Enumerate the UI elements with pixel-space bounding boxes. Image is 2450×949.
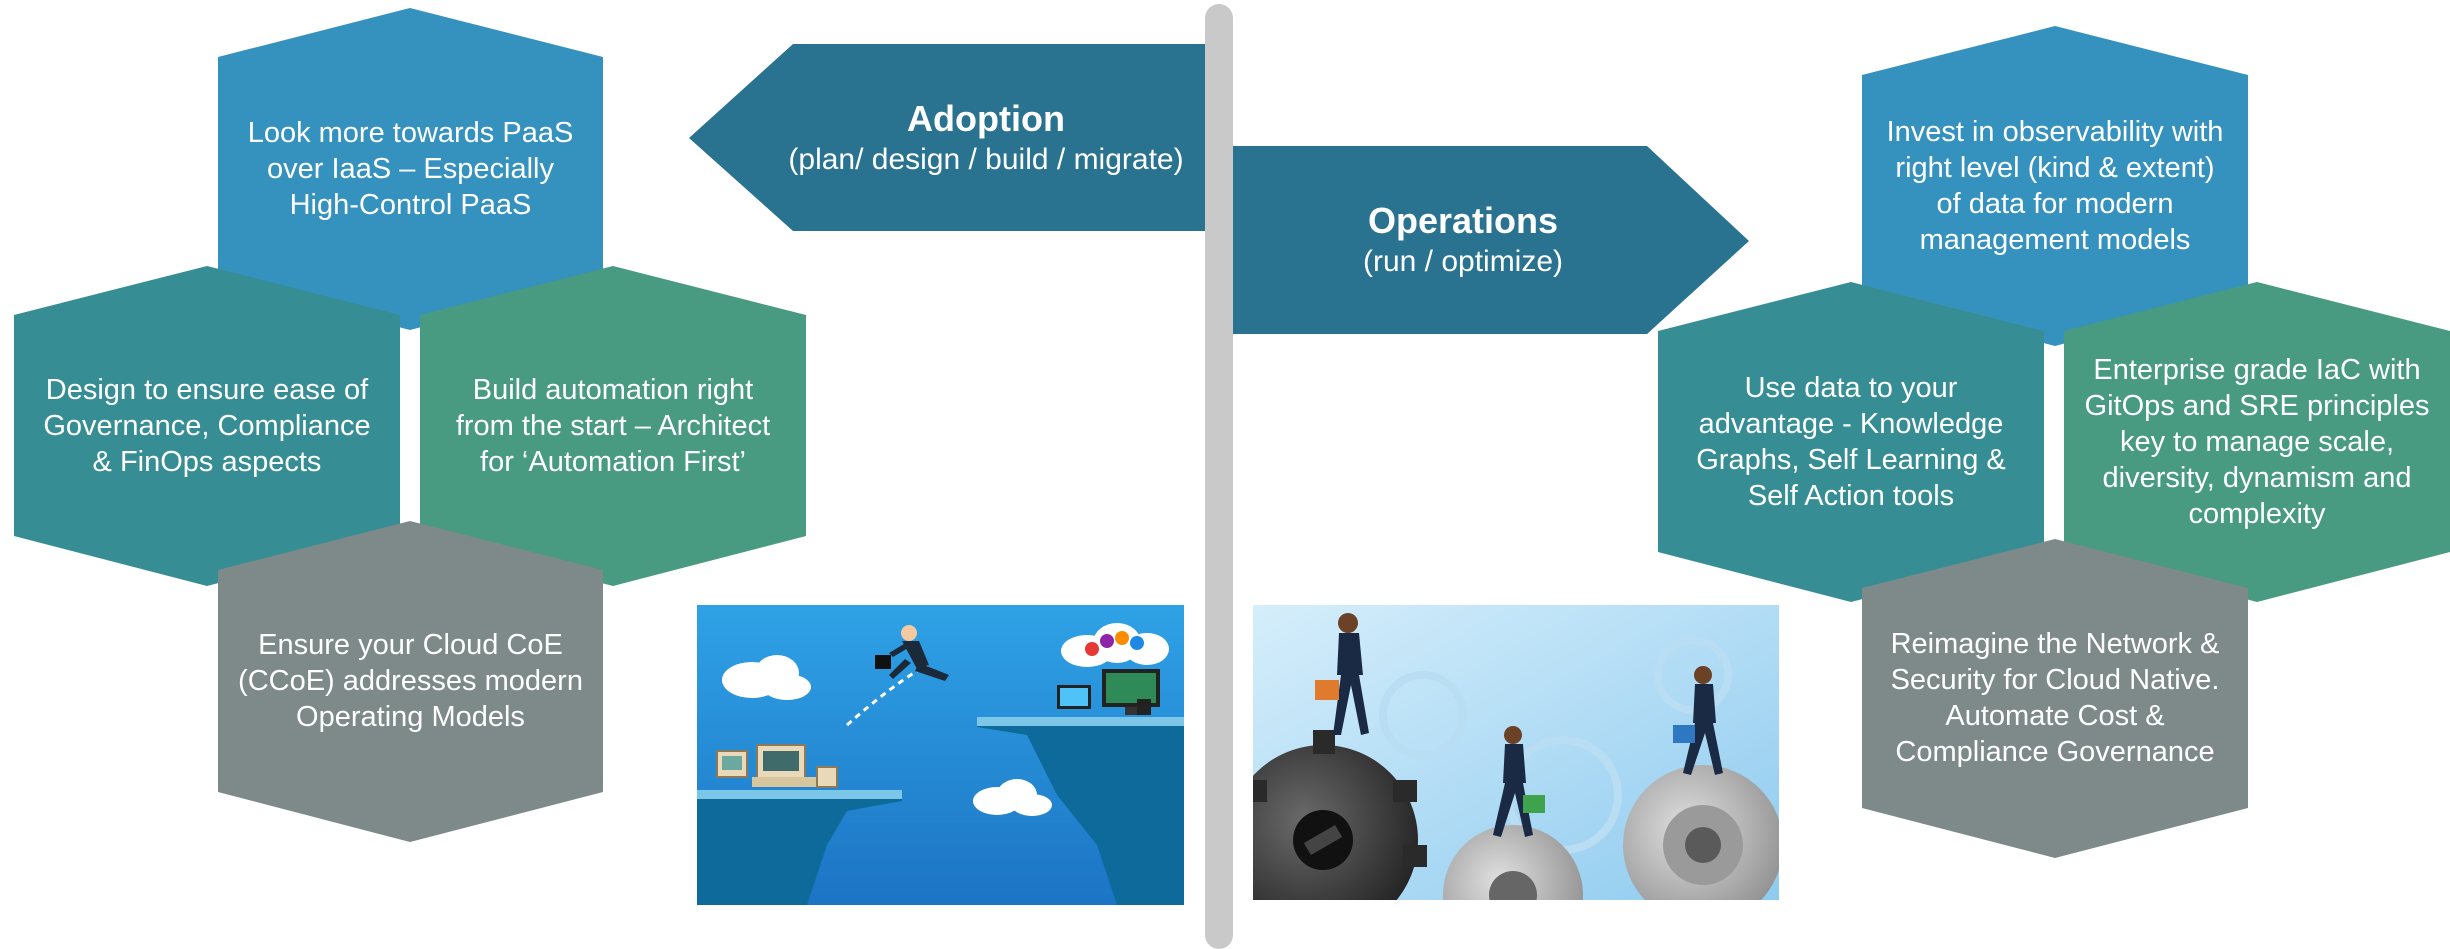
hex-governance-shape bbox=[14, 266, 400, 586]
modern-devices-icon bbox=[1057, 669, 1160, 715]
businessman-blue-briefcase-icon bbox=[1673, 666, 1723, 775]
hex-data-advantage-shape bbox=[1658, 282, 2044, 602]
hex-automation-shape bbox=[420, 266, 806, 586]
operations-label: Operations (run / optimize) bbox=[1233, 146, 1693, 334]
app-icons bbox=[1085, 631, 1144, 656]
hex-iac-shape bbox=[2064, 282, 2450, 602]
hex-paas-shape bbox=[218, 8, 603, 330]
middle-gear-icon bbox=[1443, 825, 1583, 900]
left-cliff bbox=[697, 790, 902, 905]
hex-observability-text: Invest in observability with right level… bbox=[1886, 115, 2224, 256]
operations-subtitle: (run / optimize) bbox=[1362, 245, 1564, 278]
adoption-subtitle: (plan/ design / build / migrate) bbox=[788, 142, 1184, 176]
hex-paas-text: Look more towards PaaS over IaaS – Espec… bbox=[247, 116, 574, 221]
adoption-title: Adoption bbox=[907, 97, 1065, 139]
businessmen-walking-on-gears-illustration bbox=[1253, 605, 1779, 900]
operations-title: Operations bbox=[1367, 200, 1559, 241]
hex-ccoe-shape bbox=[218, 521, 603, 842]
hex-observability-shape bbox=[1862, 26, 2248, 346]
hex-iac-text: Enterprise grade IaC with GitOps and SRE… bbox=[2084, 353, 2430, 530]
center-divider bbox=[1205, 4, 1233, 949]
leaping-businessman-icon bbox=[846, 625, 949, 727]
right-gear-icon bbox=[1623, 765, 1779, 900]
businessman-green-briefcase-icon bbox=[1493, 726, 1545, 837]
hex-network-security-text: Reimagine the Network & Security for Clo… bbox=[1890, 628, 2220, 768]
cloud-icon bbox=[722, 623, 1169, 816]
old-computer-icon bbox=[716, 744, 838, 788]
hex-governance-text: Design to ensure ease of Governance, Com… bbox=[43, 373, 371, 478]
hex-automation-text: Build automation right from the start – … bbox=[455, 373, 771, 478]
right-cliff bbox=[977, 717, 1184, 905]
dark-gear-icon bbox=[1253, 730, 1427, 900]
adoption-arrow-shape bbox=[689, 44, 1207, 231]
adoption-label: Adoption (plan/ design / build / migrate… bbox=[765, 44, 1207, 231]
hex-network-security-shape bbox=[1862, 539, 2248, 858]
businessman-leaping-between-cliffs-illustration bbox=[697, 605, 1184, 905]
hex-ccoe-text: Ensure your Cloud CoE (CCoE) addresses m… bbox=[238, 629, 583, 733]
businessman-orange-briefcase-icon bbox=[1315, 613, 1369, 735]
operations-arrow-shape bbox=[1233, 146, 1749, 334]
hex-data-advantage-text: Use data to your advantage - Knowledge G… bbox=[1696, 371, 2006, 512]
